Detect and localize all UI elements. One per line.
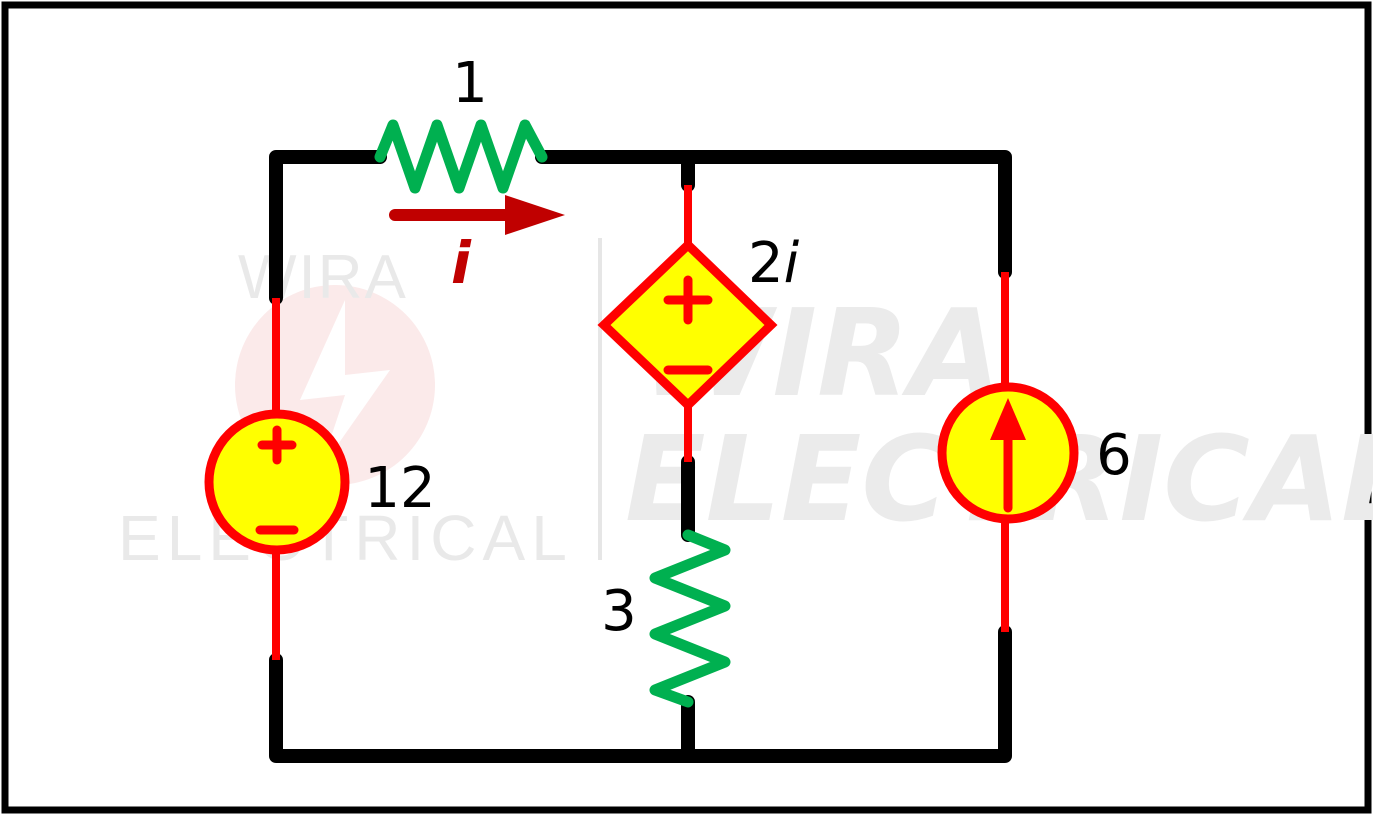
- resistor-3-label: 3: [601, 579, 637, 644]
- dependent-source-label-var: i: [784, 231, 800, 296]
- voltage-source-label: 12: [364, 456, 435, 521]
- current-arrow: [389, 195, 565, 235]
- dependent-source-plus-icon: [663, 275, 713, 325]
- watermark-bolt-icon: [300, 300, 390, 470]
- watermark-top-text: WIRA: [238, 243, 408, 312]
- resistor-1-label: 1: [452, 51, 488, 116]
- wire-top-right: [535, 150, 1012, 279]
- current-arrow-head-icon: [505, 195, 565, 235]
- current-arrow-label: i: [451, 229, 472, 297]
- resistor-3: [649, 529, 731, 708]
- wires: [269, 150, 1012, 763]
- dependent-source-body: [597, 238, 778, 412]
- watermark-bottom-text: ELECTRICAL: [118, 502, 573, 574]
- resistor-1: [374, 119, 548, 194]
- voltage-source-plus-icon: [257, 425, 297, 465]
- current-source-arrow-up-icon: [990, 398, 1026, 440]
- voltage-source-body: [204, 409, 350, 555]
- wire-top-left: [269, 150, 387, 305]
- dependent-source-label-coef: 2: [748, 231, 784, 296]
- dependent-source-label: 2i: [748, 231, 800, 296]
- voltage-source: [204, 298, 350, 660]
- wire-bottom: [269, 625, 1012, 763]
- dependent-source: [597, 185, 778, 462]
- current-source-label: 6: [1096, 423, 1132, 488]
- current-source: [937, 272, 1079, 632]
